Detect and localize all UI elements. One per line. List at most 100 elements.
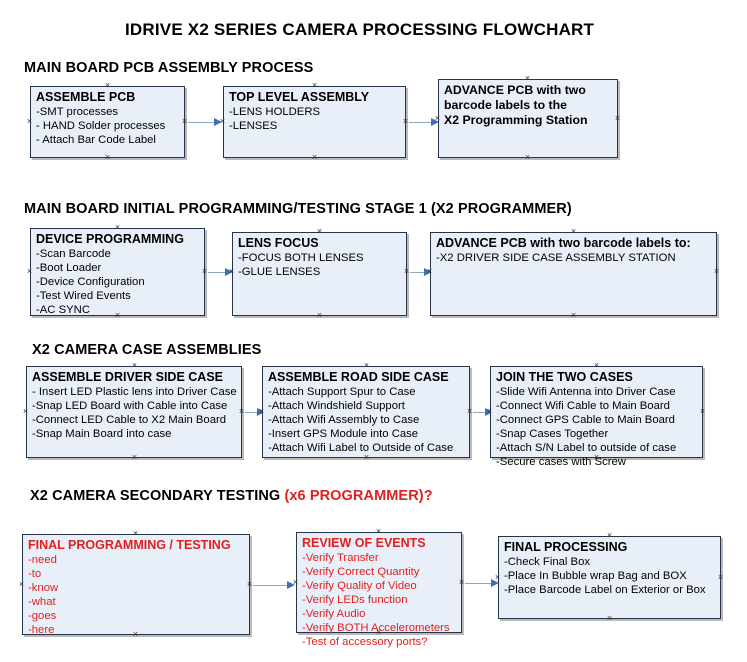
connector-line [473, 412, 487, 413]
connection-handle[interactable] [614, 115, 621, 122]
node-title: ASSEMBLE DRIVER SIDE CASE [32, 370, 224, 384]
connection-handle[interactable] [201, 268, 208, 275]
node-title: ASSEMBLE ROAD SIDE CASE [268, 370, 449, 384]
node-line: - HAND Solder processes [36, 120, 166, 132]
connection-handle[interactable] [18, 581, 25, 588]
connection-handle[interactable] [494, 574, 501, 581]
connection-handle[interactable] [403, 268, 410, 275]
connection-handle[interactable] [311, 154, 318, 161]
node-device-programming[interactable]: DEVICE PROGRAMMING -Scan Barcode -Boot L… [30, 228, 205, 316]
connection-handle[interactable] [434, 115, 441, 122]
node-line: -what [28, 596, 56, 608]
node-title: FINAL PROCESSING [504, 540, 628, 554]
connection-handle[interactable] [713, 268, 720, 275]
connection-handle[interactable] [699, 408, 706, 415]
node-line: -Verify Correct Quantity [302, 566, 420, 578]
node-assemble-pcb[interactable]: ASSEMBLE PCB -SMT processes - HAND Solde… [30, 86, 185, 158]
connection-handle[interactable] [426, 268, 433, 275]
node-top-level-assembly[interactable]: TOP LEVEL ASSEMBLY -LENS HOLDERS -LENSES [223, 86, 406, 158]
node-line: - Attach Bar Code Label [36, 134, 156, 146]
node-line: -AC SYNC [36, 304, 90, 316]
node-line: X2 Programming Station [444, 113, 588, 127]
node-line: ADVANCE PCB with two [444, 83, 586, 97]
connection-handle[interactable] [524, 75, 531, 82]
node-title: ADVANCE PCB with two barcode labels to: [436, 236, 691, 250]
section-heading-x2-camera-case-assemblies: X2 CAMERA CASE ASSEMBLIES [32, 342, 262, 358]
node-title: JOIN THE TWO CASES [496, 370, 633, 384]
connection-handle[interactable] [228, 268, 235, 275]
connection-handle[interactable] [246, 581, 253, 588]
section-heading-main-board-pcb-assembly-process: MAIN BOARD PCB ASSEMBLY PROCESS [24, 60, 314, 76]
connection-handle[interactable] [458, 579, 465, 586]
connection-handle[interactable] [181, 118, 188, 125]
connection-handle[interactable] [375, 528, 382, 535]
connection-handle[interactable] [486, 408, 493, 415]
connection-handle[interactable] [593, 454, 600, 461]
connection-handle[interactable] [570, 228, 577, 235]
node-line: -Attach Support Spur to Case [268, 386, 416, 398]
connector-arrowhead [287, 581, 295, 589]
connection-handle[interactable] [132, 631, 139, 638]
connection-handle[interactable] [219, 118, 226, 125]
node-line: -Attach Wifi Label to Outside of Case [268, 442, 454, 454]
connection-handle[interactable] [114, 224, 121, 231]
connection-handle[interactable] [26, 268, 33, 275]
node-line: -LENSES [229, 120, 278, 132]
connection-handle[interactable] [238, 408, 245, 415]
connection-handle[interactable] [375, 629, 382, 636]
connection-handle[interactable] [131, 454, 138, 461]
connection-handle[interactable] [570, 312, 577, 319]
connection-handle[interactable] [131, 362, 138, 369]
node-line: -Connect LED Cable to X2 Main Board [32, 414, 227, 426]
node-title: DEVICE PROGRAMMING [36, 232, 184, 246]
connection-handle[interactable] [717, 574, 724, 581]
connection-handle[interactable] [311, 82, 318, 89]
node-line: -Snap Main Board into case [32, 428, 172, 440]
section-heading-accent: (x6 PROGRAMMER)? [284, 488, 433, 504]
section-heading-main-board-initial-programming: MAIN BOARD INITIAL PROGRAMMING/TESTING S… [24, 201, 572, 217]
node-line: -LENS HOLDERS [229, 106, 321, 118]
connection-handle[interactable] [593, 362, 600, 369]
node-join-the-two-cases[interactable]: JOIN THE TWO CASES -Slide Wifi Antenna i… [490, 366, 703, 468]
connection-handle[interactable] [316, 312, 323, 319]
connection-handle[interactable] [606, 532, 613, 539]
connection-handle[interactable] [316, 228, 323, 235]
node-line: -Place In Bubble wrap Bag and BOX [504, 570, 687, 582]
node-line: -Boot Loader [36, 262, 102, 274]
node-line: -goes [28, 610, 57, 622]
connection-handle[interactable] [466, 408, 473, 415]
connection-handle[interactable] [363, 362, 370, 369]
node-advance-pcb-to-driver-side-case-station[interactable]: ADVANCE PCB with two barcode labels to: … [430, 232, 717, 316]
node-line: -Scan Barcode [36, 248, 111, 260]
page-title: IDRIVE X2 SERIES CAMERA PROCESSING FLOWC… [125, 20, 595, 39]
node-line: -Connect GPS Cable to Main Board [496, 414, 675, 426]
section-heading-text: X2 CAMERA SECONDARY TESTING [30, 488, 285, 504]
connection-handle[interactable] [132, 530, 139, 537]
node-advance-pcb-to-x2-programming-station[interactable]: ADVANCE PCB with two barcode labels to t… [438, 79, 618, 158]
node-final-processing[interactable]: FINAL PROCESSING -Check Final Box -Place… [498, 536, 721, 619]
connection-handle[interactable] [606, 615, 613, 622]
connection-handle[interactable] [22, 408, 29, 415]
node-line: -Slide Wifi Antenna into Driver Case [496, 386, 676, 398]
node-assemble-road-side-case[interactable]: ASSEMBLE ROAD SIDE CASE -Attach Support … [262, 366, 470, 458]
connection-handle[interactable] [114, 312, 121, 319]
connection-handle[interactable] [363, 454, 370, 461]
connector-arrowhead [491, 579, 499, 587]
node-final-programming-testing[interactable]: FINAL PROGRAMMING / TESTING -need -to -k… [22, 534, 250, 636]
node-assemble-driver-side-case[interactable]: ASSEMBLE DRIVER SIDE CASE - Insert LED P… [26, 366, 242, 458]
connection-handle[interactable] [292, 579, 299, 586]
node-line-overflow: -Test of accessory ports? [302, 636, 428, 648]
connector-line [465, 583, 493, 584]
connection-handle[interactable] [402, 118, 409, 125]
connection-handle[interactable] [524, 154, 531, 161]
node-lens-focus[interactable]: LENS FOCUS -FOCUS BOTH LENSES -GLUE LENS… [232, 232, 407, 316]
node-title: REVIEW OF EVENTS [302, 536, 426, 550]
connection-handle[interactable] [104, 154, 111, 161]
connection-handle[interactable] [104, 82, 111, 89]
node-title: TOP LEVEL ASSEMBLY [229, 90, 370, 104]
connection-handle[interactable] [26, 118, 33, 125]
node-title: LENS FOCUS [238, 236, 319, 250]
connection-handle[interactable] [258, 408, 265, 415]
node-line: -Verify LEDs function [302, 594, 408, 606]
node-review-of-events[interactable]: REVIEW OF EVENTS -Verify Transfer -Verif… [296, 532, 462, 648]
